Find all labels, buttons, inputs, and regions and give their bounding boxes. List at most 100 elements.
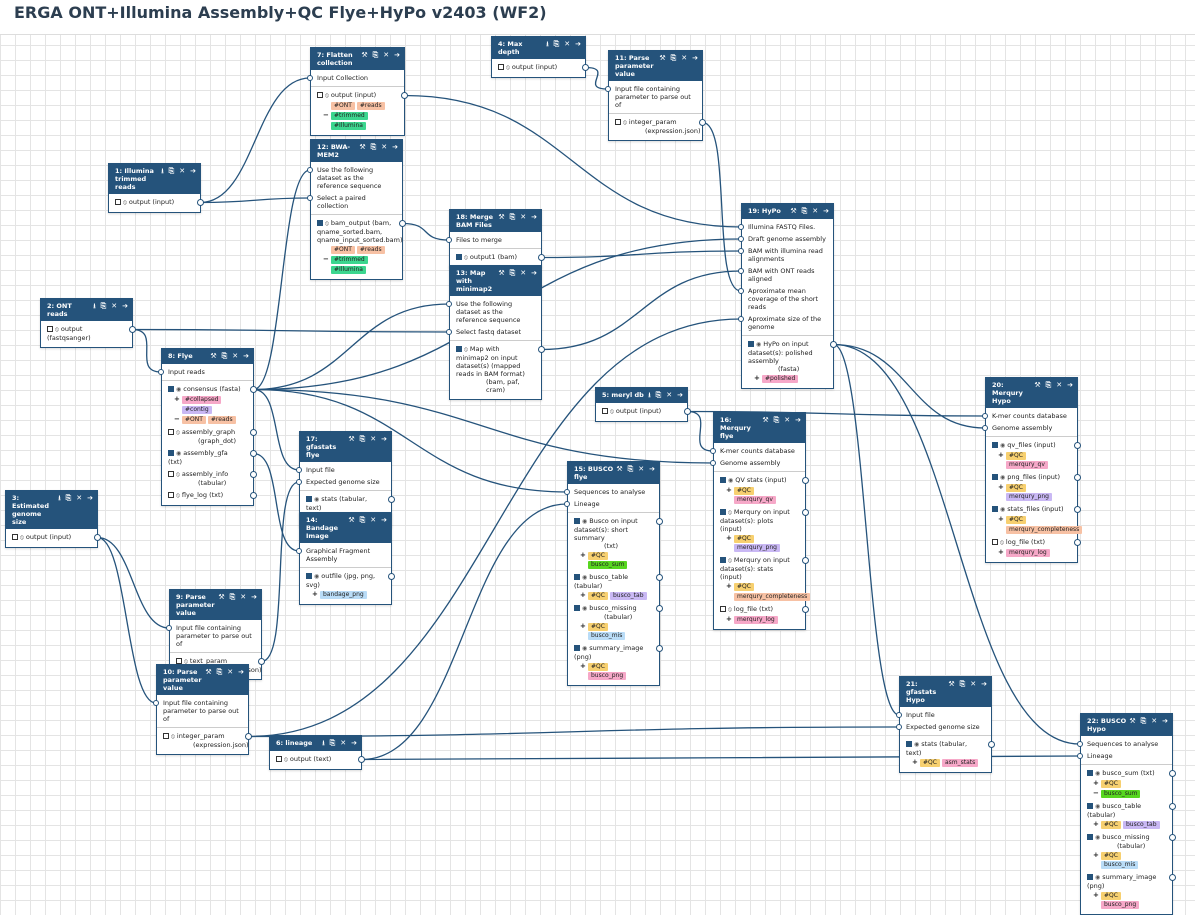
node-6-lineage[interactable]: 6: lineage⭳⎘✕➔⦸output (text) [269,735,365,770]
document-icon[interactable]: ⎘ [553,40,560,48]
input-terminal[interactable]: Genome assembly [710,457,805,469]
output-terminal[interactable]: ⦸output (input) [6,531,101,544]
output-checkbox[interactable] [574,574,580,580]
document-icon[interactable]: ⎘ [221,352,228,360]
output-terminal[interactable]: ◉HyPo on input dataset(s): polished asse… [742,338,837,385]
output-connector[interactable] [802,557,809,564]
output-checkbox[interactable] [615,119,621,125]
close-icon[interactable]: ✕ [520,269,527,277]
document-icon[interactable]: ⎘ [329,739,336,747]
output-connector[interactable] [656,518,663,525]
output-connector[interactable] [399,220,406,227]
tag-badge[interactable]: #ONT [331,102,355,110]
output-terminal[interactable]: ⦸integer_param(expression.json) [609,116,706,137]
eye-slash-icon[interactable]: ⦸ [506,64,510,71]
node-header[interactable]: 17: gfastats flye⚒⎘✕➔ [300,432,391,462]
arrow-icon[interactable]: ➔ [531,269,537,277]
tag-badge[interactable]: #polished [762,375,799,383]
output-connector[interactable] [250,450,257,457]
output-checkbox[interactable] [992,539,998,545]
node-12-bwa-mem2[interactable]: 12: BWA-MEM2⚒⎘✕➔Use the following datase… [307,139,406,280]
output-checkbox[interactable] [168,492,174,498]
output-checkbox[interactable] [456,346,462,352]
output-checkbox[interactable] [317,92,323,98]
arrow-icon[interactable]: ➔ [692,54,698,62]
node-header[interactable]: 20: Merqury Hypo⚒⎘✕➔ [986,378,1077,408]
node-header[interactable]: 6: lineage⭳⎘✕➔ [270,736,361,751]
document-icon[interactable]: ⎘ [670,54,677,62]
output-checkbox[interactable] [574,645,580,651]
close-icon[interactable]: ✕ [340,739,347,747]
input-connector[interactable] [738,224,744,230]
close-icon[interactable]: ✕ [812,207,819,215]
tag-badge[interactable]: merqury_completeness [734,593,811,601]
input-terminal[interactable]: Genome assembly [982,422,1077,434]
tag-badge[interactable]: busco_png [588,672,627,680]
output-checkbox[interactable] [992,442,998,448]
output-checkbox[interactable] [574,518,580,524]
arrow-icon[interactable]: ➔ [677,391,683,399]
node-1-illumina-trimmed-reads[interactable]: 1: Illumina trimmed reads⭳⎘✕➔⦸output (in… [108,163,204,213]
arrow-icon[interactable]: ➔ [351,739,357,747]
add-tag-icon[interactable]: + [1093,820,1099,828]
add-tag-icon[interactable]: + [726,615,732,623]
input-connector[interactable] [307,75,313,81]
output-connector[interactable] [197,199,204,206]
document-icon[interactable]: ⎘ [1140,717,1147,725]
input-terminal[interactable]: BAM with illumina read alignments [738,245,833,265]
input-terminal[interactable]: Illumina FASTQ Files. [738,221,833,233]
node-header[interactable]: 10: Parse parameter value⚒⎘✕➔ [157,665,248,695]
tag-badge[interactable]: #QC [734,583,754,591]
add-tag-icon[interactable]: + [912,758,918,766]
output-checkbox[interactable] [168,450,174,456]
add-tag-icon[interactable]: + [726,534,732,542]
tag-badge[interactable]: #QC [1101,852,1121,860]
document-icon[interactable]: ⎘ [655,391,662,399]
arrow-icon[interactable]: ➔ [1162,717,1168,725]
input-terminal[interactable]: Input Collection [307,72,404,84]
output-checkbox[interactable] [992,506,998,512]
output-connector[interactable] [129,326,136,333]
add-tag-icon[interactable]: + [1093,851,1099,859]
eye-slash-icon[interactable]: ⦸ [464,346,468,353]
remove-tag-icon[interactable]: − [323,111,329,119]
node-header[interactable]: 13: Map with minimap2⚒⎘✕➔ [450,266,541,296]
eye-slash-icon[interactable]: ⦸ [728,557,732,564]
tag-badge[interactable]: #collapsed [182,396,222,404]
input-connector[interactable] [710,448,716,454]
input-connector[interactable] [446,329,452,335]
eye-slash-icon[interactable]: ⦸ [325,220,329,227]
document-icon[interactable]: ⎘ [100,302,107,310]
output-connector[interactable] [250,386,257,393]
tag-badge[interactable]: #contig [182,406,212,414]
tag-badge[interactable]: merqury_log [1006,549,1050,557]
document-icon[interactable]: ⎘ [1045,381,1052,389]
output-connector[interactable] [401,92,408,99]
arrow-icon[interactable]: ➔ [392,143,398,151]
output-terminal[interactable]: ◉png_files (input)+#QCmerqury_png [986,471,1081,503]
output-connector[interactable] [988,741,995,748]
arrow-icon[interactable]: ➔ [381,516,387,524]
node-header[interactable]: 4: Max depth⭳⎘✕➔ [492,37,585,59]
input-terminal[interactable]: Lineage [564,498,659,510]
add-tag-icon[interactable]: + [998,483,1004,491]
output-terminal[interactable]: ⦸log_file (txt)+merqury_log [986,536,1081,559]
eye-icon[interactable]: ◉ [1095,803,1101,810]
close-icon[interactable]: ✕ [227,668,234,676]
output-terminal[interactable]: ⦸log_file (txt)+merqury_log [714,603,809,626]
output-terminal[interactable]: ⦸flye_log (txt) [162,489,257,502]
arrow-icon[interactable]: ➔ [981,680,987,688]
document-icon[interactable]: ⎘ [801,207,808,215]
output-terminal[interactable]: ⦸integer_param(expression.json) [157,730,252,751]
input-connector[interactable] [738,316,744,322]
node-header[interactable]: 16: Merqury flye⚒⎘✕➔ [714,413,805,443]
tag-badge[interactable]: #trimmed [331,112,368,120]
output-checkbox[interactable] [115,199,121,205]
output-checkbox[interactable] [276,756,282,762]
output-connector[interactable] [538,254,545,261]
output-checkbox[interactable] [306,496,312,502]
output-terminal[interactable]: ⦸Merqury on input dataset(s): plots (inp… [714,506,809,554]
node-header[interactable]: 9: Parse parameter value⚒⎘✕➔ [170,590,261,620]
node-2-ont-reads[interactable]: 2: ONT reads⭳⎘✕➔⦸output (fastqsanger) [40,298,136,348]
